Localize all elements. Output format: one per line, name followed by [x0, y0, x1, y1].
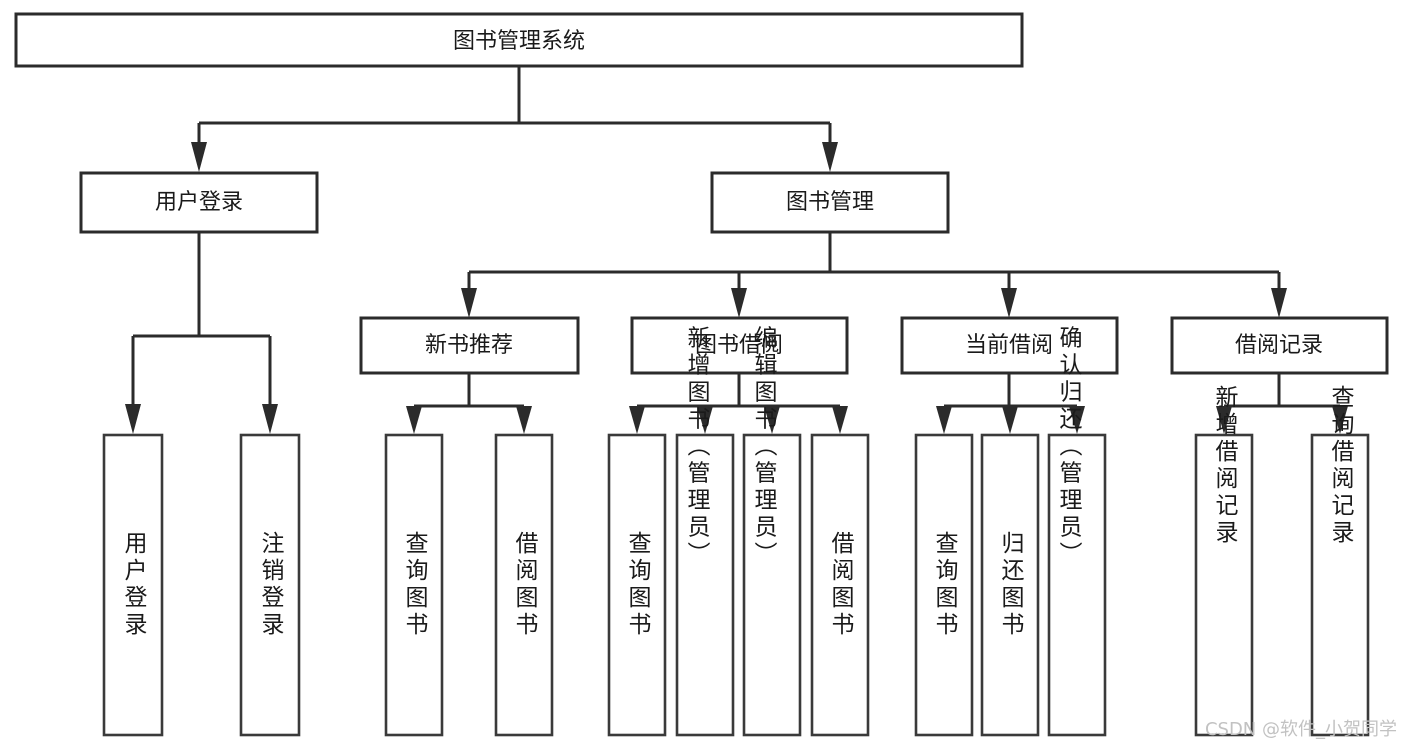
leaf-current-borrow-2-label: 归还图书: [997, 531, 1025, 639]
leaf-borrow-record-1-box[interactable]: [1194, 433, 1254, 737]
leaf-user-login-1-box[interactable]: [102, 433, 164, 737]
leaf-current-borrow-1[interactable]: 查询图书: [914, 433, 974, 737]
node-root-box[interactable]: [14, 12, 1024, 68]
node-borrow-record-box[interactable]: [1170, 316, 1389, 375]
leaf-new-book-recommend-2-box[interactable]: [494, 433, 554, 737]
leaf-book-borrow-2-label: 新增图书（管理员）: [683, 326, 711, 569]
node-book-borrow-box[interactable]: [630, 316, 849, 375]
leaf-current-borrow-1-label: 查询图书: [931, 531, 959, 639]
node-book-borrow[interactable]: 图书借阅: [630, 316, 849, 375]
node-book-borrow-label: 图书借阅: [695, 333, 783, 358]
arrow-leaf-bb-1: [629, 406, 645, 434]
leaf-user-login-2[interactable]: 注销登录: [239, 433, 301, 737]
leaf-book-borrow-3[interactable]: 编辑图书（管理员）: [742, 326, 802, 737]
arrow-book-borrow: [731, 288, 747, 318]
node-book-manage[interactable]: 图书管理: [710, 171, 950, 234]
arrow-leaf-user-login-1: [125, 404, 141, 434]
arrow-leaf-nbr-2: [516, 406, 532, 434]
leaf-book-borrow-1-box[interactable]: [607, 433, 667, 737]
leaf-current-borrow-3[interactable]: 确认归还（管理员）: [1047, 326, 1107, 737]
leaf-book-borrow-1[interactable]: 查询图书: [607, 433, 667, 737]
node-new-book-recommend-label: 新书推荐: [425, 333, 513, 358]
arrow-leaf-nbr-1: [406, 406, 422, 434]
leaf-user-login-1-label: 用户登录: [120, 531, 148, 639]
node-current-borrow-label: 当前借阅: [965, 333, 1053, 358]
leaf-new-book-recommend-2[interactable]: 借阅图书: [494, 433, 554, 737]
leaf-book-borrow-4[interactable]: 借阅图书: [810, 433, 870, 737]
leaf-book-borrow-2[interactable]: 新增图书（管理员）: [675, 326, 735, 737]
arrow-leaf-cb-3: [1069, 406, 1085, 434]
node-current-borrow-box[interactable]: [900, 316, 1119, 375]
leaf-book-borrow-4-label: 借阅图书: [827, 531, 855, 639]
leaf-new-book-recommend-2-label: 借阅图书: [511, 531, 539, 639]
leaf-user-login-2-label: 注销登录: [257, 531, 285, 639]
arrow-user-login: [191, 142, 207, 172]
node-current-borrow[interactable]: 当前借阅: [900, 316, 1119, 375]
leaf-borrow-record-2[interactable]: 查询借阅记录: [1310, 385, 1370, 737]
arrow-leaf-bb-3: [764, 406, 780, 434]
node-new-book-recommend[interactable]: 新书推荐: [359, 316, 580, 375]
node-book-manage-box[interactable]: [710, 171, 950, 234]
arrow-leaf-bb-4: [832, 406, 848, 434]
arrow-borrow-record: [1271, 288, 1287, 318]
arrow-current-borrow: [1001, 288, 1017, 318]
leaf-book-borrow-2-box[interactable]: [675, 433, 735, 737]
leaf-current-borrow-2[interactable]: 归还图书: [980, 433, 1040, 737]
node-new-book-recommend-box[interactable]: [359, 316, 580, 375]
arrow-leaf-user-login-2: [262, 404, 278, 434]
leaf-new-book-recommend-1[interactable]: 查询图书: [384, 433, 444, 737]
arrow-book-manage: [822, 142, 838, 172]
leaf-book-borrow-3-box[interactable]: [742, 433, 802, 737]
connector-layer: [125, 66, 1348, 434]
node-user-login-box[interactable]: [79, 171, 319, 234]
leaf-new-book-recommend-1-box[interactable]: [384, 433, 444, 737]
leaf-user-login-2-box[interactable]: [239, 433, 301, 737]
leaf-borrow-record-1[interactable]: 新增借阅记录: [1194, 385, 1254, 737]
arrow-leaf-cb-2: [1002, 406, 1018, 434]
leaf-current-borrow-2-box[interactable]: [980, 433, 1040, 737]
arrow-leaf-cb-1: [936, 406, 952, 434]
leaf-borrow-record-1-label: 新增借阅记录: [1211, 385, 1239, 547]
leaf-current-borrow-3-box[interactable]: [1047, 433, 1107, 737]
leaf-current-borrow-1-box[interactable]: [914, 433, 974, 737]
node-user-login-label: 用户登录: [155, 190, 243, 215]
leaf-book-borrow-1-label: 查询图书: [624, 531, 652, 639]
arrow-leaf-br-2: [1332, 406, 1348, 434]
leaf-book-borrow-4-box[interactable]: [810, 433, 870, 737]
node-book-manage-label: 图书管理: [786, 190, 874, 215]
leaf-user-login-1[interactable]: 用户登录: [102, 433, 164, 737]
node-borrow-record[interactable]: 借阅记录: [1170, 316, 1389, 375]
arrow-leaf-bb-2: [697, 406, 713, 434]
node-root[interactable]: 图书管理系统: [14, 12, 1024, 68]
node-borrow-record-label: 借阅记录: [1235, 333, 1323, 358]
arrow-leaf-br-1: [1216, 406, 1232, 434]
csdn-watermark: CSDN @软件_小贺同学: [1204, 719, 1397, 740]
leaf-borrow-record-2-label: 查询借阅记录: [1327, 385, 1355, 547]
leaf-new-book-recommend-1-label: 查询图书: [401, 531, 429, 639]
leaf-current-borrow-3-label: 确认归还（管理员）: [1055, 326, 1083, 569]
leaf-book-borrow-3-label: 编辑图书（管理员）: [750, 326, 778, 569]
leaf-borrow-record-2-box[interactable]: [1310, 433, 1370, 737]
node-root-label: 图书管理系统: [453, 29, 585, 54]
node-user-login[interactable]: 用户登录: [79, 171, 319, 234]
arrow-new-book-recommend: [461, 288, 477, 318]
